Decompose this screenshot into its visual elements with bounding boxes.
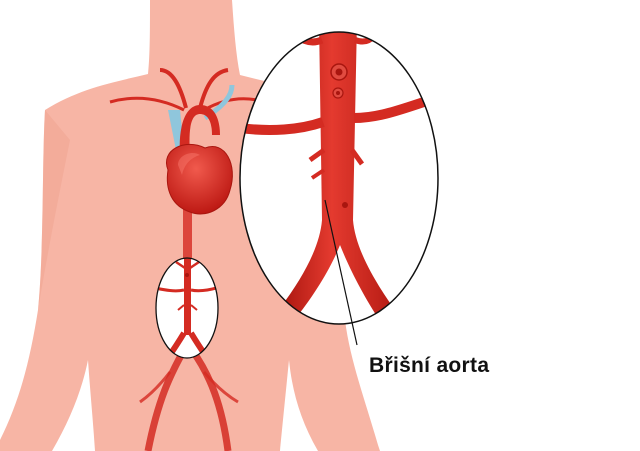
zoom-outline	[239, 31, 439, 325]
carotid-right	[198, 68, 229, 109]
descending-aorta	[183, 200, 192, 265]
iliac-branch-left	[139, 371, 172, 404]
iliac-branch-right	[202, 371, 239, 404]
zoom-aorta-trunk	[280, 32, 395, 318]
heart	[166, 143, 233, 215]
aortic-arch	[179, 105, 220, 155]
abdominal-aorta-label: Břišní aorta	[369, 354, 490, 377]
heart-highlight	[178, 153, 200, 175]
subclavian-left	[109, 96, 185, 112]
carotid-left	[159, 68, 188, 109]
leader-line	[324, 199, 358, 346]
torso-shading	[38, 110, 70, 310]
abdomen-inset-small	[155, 257, 219, 359]
abdominal-aorta-zoom	[239, 31, 439, 325]
iliac-left	[144, 348, 188, 451]
zoom-renal-left	[240, 117, 325, 135]
vessels	[109, 68, 266, 451]
iliac-right	[189, 347, 232, 451]
